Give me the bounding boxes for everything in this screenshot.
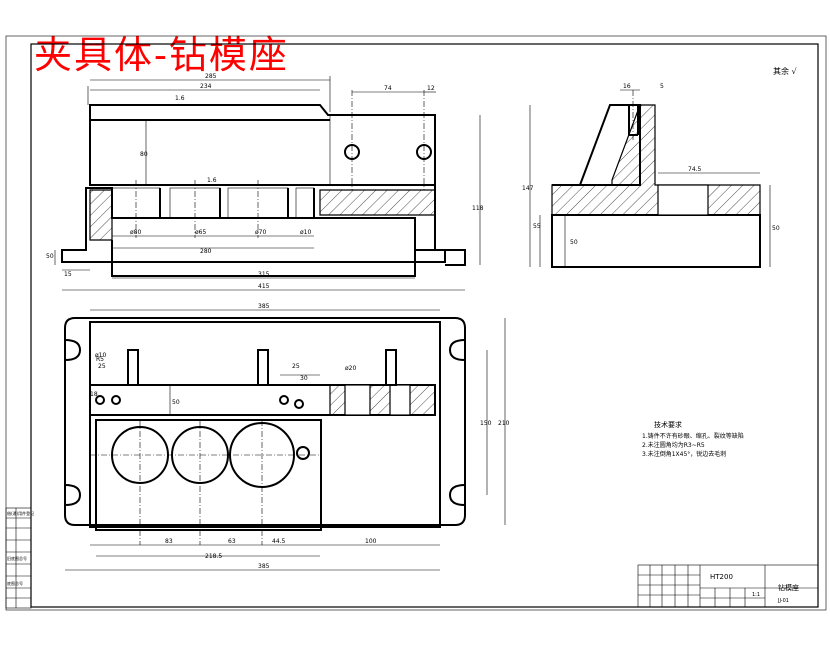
front-dim-12: ø10 (300, 229, 311, 236)
side-dim-6: 50 (570, 239, 578, 246)
side-dim-7: 50 (772, 225, 780, 232)
roughness-symbol: 其余 √ (773, 66, 798, 76)
front-dim-4: 12 (427, 85, 435, 92)
top-dim-7: 30 (300, 375, 308, 382)
tech-notes-line-1: 1.铸件不许有砂眼、缩孔、裂纹等缺陷 (642, 432, 744, 440)
top-view (64, 309, 506, 571)
front-dim-8: 15 (64, 271, 72, 278)
left-strip-label-2: 旧底图总号 (7, 555, 27, 561)
top-dim-6: 25 (292, 363, 300, 370)
title-block: HT200 钻模座 JJ-01 1:1 (637, 564, 819, 608)
front-dim-3: 74 (384, 85, 392, 92)
top-dim-12: 83 (165, 538, 173, 545)
side-dim-4: 74.5 (688, 166, 702, 173)
front-roughness-2: 1.6 (207, 177, 217, 184)
front-dim-6: 118 (472, 205, 484, 212)
outer-border (5, 35, 827, 611)
front-dim-11: ø70 (255, 229, 266, 236)
tech-notes: 技术要求 1.铸件不许有砂眼、缩孔、裂纹等缺陷 2.未注圆角均为R3~R5 3.… (642, 420, 744, 458)
side-dim-1: 16 (623, 83, 631, 90)
left-strip: 借(通)用件登记 旧底图总号 底图总号 (5, 507, 34, 609)
top-dim-14: 44.5 (272, 538, 286, 545)
top-dim-2: R5 (96, 356, 104, 363)
tech-notes-heading: 技术要求 (654, 420, 682, 429)
left-strip-label-3: 底图总号 (7, 580, 23, 586)
front-dim-15: 415 (258, 283, 270, 290)
front-dim-14: 315 (258, 271, 270, 278)
top-dim-1: 385 (258, 303, 270, 310)
front-dim-13: 280 (200, 248, 212, 255)
front-dim-1: 285 (205, 73, 217, 80)
side-dim-3: 147 (522, 185, 534, 192)
title-block-scale: 1:1 (752, 592, 760, 598)
front-dim-7: 50 (46, 253, 54, 260)
top-dim-17: 385 (258, 563, 270, 570)
front-dim-2: 234 (200, 83, 212, 90)
side-dim-5: 55 (533, 223, 541, 230)
top-dim-4: 25 (98, 363, 106, 370)
tech-notes-line-2: 2.未注圆角均为R3~R5 (642, 441, 705, 449)
top-dim-10: 150 (480, 420, 492, 427)
top-dim-15: 100 (365, 538, 377, 545)
front-dim-9: ø80 (130, 229, 141, 236)
front-view (54, 76, 481, 291)
title-block-drawing-no: JJ-01 (777, 598, 789, 604)
title-block-part-name: 钻模座 (778, 583, 799, 592)
title-block-material: HT200 (710, 573, 733, 581)
side-view (529, 89, 771, 268)
side-dim-2: 5 (660, 83, 664, 90)
drawing-title: 夹具体-钻模座 (34, 33, 289, 77)
front-roughness-1: 1.6 (175, 95, 185, 102)
top-dim-11: 210 (498, 420, 510, 427)
top-dim-3: ø10 (95, 352, 106, 359)
top-dim-8: ø20 (345, 365, 356, 372)
top-dim-9: 50 (172, 399, 180, 406)
top-dim-16: 218.5 (205, 553, 222, 560)
inner-border (30, 43, 819, 608)
front-dim-5: 80 (140, 151, 148, 158)
tech-notes-line-3: 3.未注倒角1X45°，锐边去毛刺 (642, 450, 726, 458)
front-dim-10: ø65 (195, 229, 206, 236)
top-dim-5: 18 (90, 391, 98, 398)
left-strip-label-1: 借(通)用件登记 (7, 510, 34, 516)
top-dim-13: 63 (228, 538, 236, 545)
